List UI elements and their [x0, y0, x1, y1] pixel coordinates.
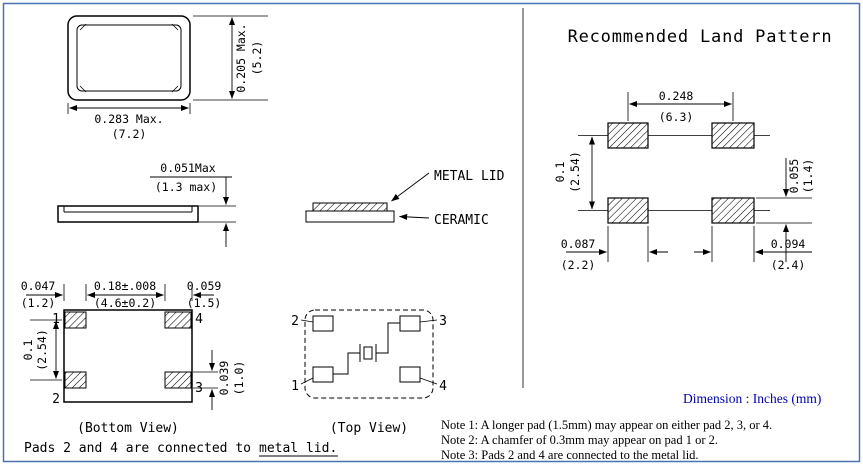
- land-pad-top-left: [607, 122, 649, 149]
- top-view-outline: [304, 309, 434, 399]
- leader-line: [419, 319, 438, 323]
- dimension-unit-note: Dimension : Inches (mm): [683, 391, 821, 406]
- note-1: Note 1: A longer pad (1.5mm) may appear …: [441, 418, 772, 432]
- leader-line: [300, 319, 314, 323]
- pad-1: [64, 311, 87, 329]
- land-span-dim-mm: (6.3): [659, 110, 694, 124]
- land-pad-width-left-dim: 0.087: [561, 237, 596, 251]
- ceramic-leader-arrow: [399, 213, 430, 220]
- side-view-right: METAL LID CERAMIC: [305, 169, 505, 228]
- top-view-pad-1: [312, 366, 334, 383]
- pads-connection-note-underlined: metal lid.: [259, 441, 337, 456]
- ceramic-body: [305, 210, 395, 223]
- top-view-pad-2-number: 2: [291, 314, 299, 329]
- ceramic-label: CERAMIC: [434, 213, 489, 228]
- leader-line: [300, 377, 314, 385]
- long-pad-dim-mm: (1.5): [187, 296, 222, 310]
- land-span-dim: 0.248: [659, 89, 694, 103]
- land-pad-bottom-right: [711, 197, 755, 224]
- top-view-pad-4: [399, 366, 421, 383]
- land-pad-width-right-dim-mm: (2.4): [771, 258, 806, 272]
- top-view-pad-4-number: 4: [439, 379, 447, 394]
- top-view-pad-2: [312, 315, 334, 332]
- pad-3: [164, 371, 192, 389]
- top-view: 2 3 1 4 (Top View): [291, 309, 447, 436]
- corner-marks: [79, 23, 179, 93]
- bottom-view-body: [63, 309, 193, 403]
- note-2: Note 2: A chamfer of 0.3mm may appear on…: [441, 433, 718, 447]
- top-view-pad-3-number: 3: [439, 314, 447, 329]
- land-pattern-title: Recommended Land Pattern: [568, 27, 833, 47]
- package-height-dim-mm: (5.2): [250, 41, 264, 76]
- pad-height-dim-mm: (1.0): [232, 361, 246, 396]
- land-pitch-dim-mm: (2.54): [568, 151, 582, 193]
- package-body-outline: [67, 15, 191, 101]
- land-pattern: Recommended Land Pattern 0.248 (6.3) 0.1…: [553, 27, 832, 272]
- pad-pitch-dim: 0.1: [21, 340, 35, 361]
- metal-lid-leader-arrow: [391, 172, 430, 202]
- note-3: Note 3: Pads 2 and 4 are connected to th…: [441, 448, 699, 462]
- thickness-dim: 0.051Max: [160, 161, 215, 175]
- leader-line: [419, 377, 438, 385]
- pad-width-dim: 0.047: [21, 279, 56, 293]
- top-view-pad-3: [399, 315, 421, 332]
- metal-lid-label: METAL LID: [434, 169, 505, 184]
- land-pad-height-dim-mm: (1.4): [801, 159, 815, 194]
- top-view-pad-1-number: 1: [291, 379, 299, 394]
- land-pad-height-dim: 0.055: [787, 159, 801, 194]
- lid-seam-outline: [76, 24, 182, 92]
- pad-span-dim: 0.18±.008: [94, 279, 156, 293]
- metal-lid-hatch: [312, 202, 388, 212]
- land-pad-bottom-left: [607, 197, 649, 224]
- pad-3-number: 3: [195, 381, 203, 396]
- pad-height-dim: 0.039: [217, 361, 231, 396]
- package-width-dim-mm: (7.2): [112, 127, 147, 141]
- bottom-view: 1 4 2 3 0.047 (1.2) 0.18±.008 (4.6±0.2) …: [21, 279, 246, 436]
- land-pitch-dim: 0.1: [553, 162, 567, 183]
- pad-pitch-dim-mm: (2.54): [35, 329, 49, 371]
- crystal-symbol: [333, 322, 400, 375]
- pad-span-dim-mm: (4.6±0.2): [94, 296, 156, 310]
- pad-2: [64, 371, 87, 389]
- pad-1-number: 1: [52, 312, 60, 327]
- pad-4: [164, 311, 192, 329]
- pads-connection-note: Pads 2 and 4 are connected to: [24, 441, 251, 456]
- land-pad-top-right: [711, 122, 755, 149]
- top-view-label: (Top View): [330, 421, 408, 436]
- thickness-dim-mm: (1.3 max): [155, 180, 217, 194]
- package-outline-view: 0.205 Max. (5.2) 0.283 Max. (7.2): [67, 15, 268, 141]
- package-height-dim: 0.205 Max.: [234, 23, 248, 92]
- package-width-dim: 0.283 Max.: [94, 112, 163, 126]
- side-profile-outline: [57, 205, 199, 223]
- pad-2-number: 2: [52, 392, 60, 407]
- footer: Dimension : Inches (mm) Note 1: A longer…: [24, 391, 821, 462]
- land-pad-width-left-dim-mm: (2.2): [561, 258, 596, 272]
- side-view-left: 0.051Max (1.3 max): [57, 161, 236, 247]
- bottom-view-label: (Bottom View): [77, 421, 179, 436]
- land-pad-width-right-dim: 0.094: [771, 237, 806, 251]
- long-pad-dim: 0.059: [187, 279, 222, 293]
- pad-width-dim-mm: (1.2): [21, 296, 56, 310]
- pad-4-number: 4: [195, 312, 203, 327]
